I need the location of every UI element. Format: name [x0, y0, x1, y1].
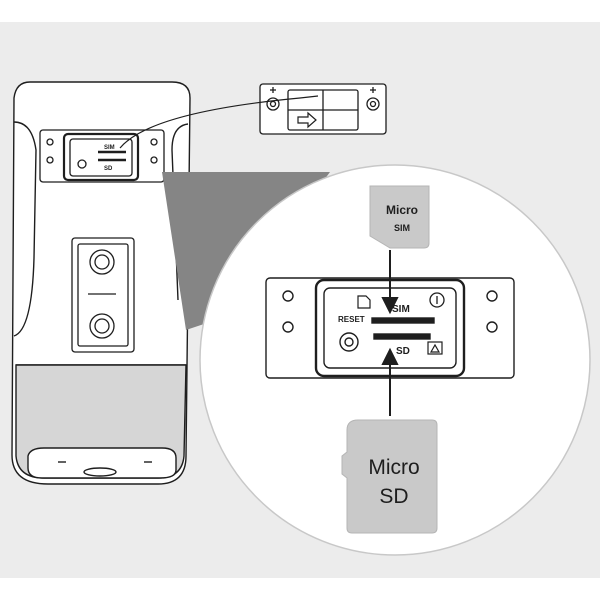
triangle-warning-icon	[427, 341, 443, 355]
tether-cable	[119, 95, 319, 149]
top-band	[0, 0, 600, 22]
sd-slot-label: SD	[396, 346, 410, 357]
small-sd-label: SD	[104, 166, 113, 172]
micro-sim-label-line1: Micro	[386, 203, 418, 217]
sd-insert-arrow	[381, 347, 399, 416]
arrow-right-icon	[297, 111, 317, 129]
zoomed-slot-plate	[265, 277, 515, 379]
micro-sim-card	[369, 185, 430, 249]
bottom-band	[0, 578, 600, 600]
micro-sd-label-line2: SD	[379, 485, 408, 508]
small-sim-label: SIM	[104, 145, 115, 151]
slot-cover	[259, 83, 387, 135]
sim-insert-arrow	[381, 250, 399, 315]
micro-sd-label-line1: Micro	[368, 456, 419, 479]
mount-plate	[71, 237, 135, 353]
sim-slot-label: SIM	[392, 304, 410, 315]
micro-sd-card	[341, 419, 438, 534]
reset-label: RESET	[338, 315, 365, 324]
info-icon	[429, 292, 445, 308]
micro-sim-label-line2: SIM	[394, 223, 410, 233]
camera-slot-panel	[39, 129, 165, 183]
card-icon	[357, 295, 371, 309]
